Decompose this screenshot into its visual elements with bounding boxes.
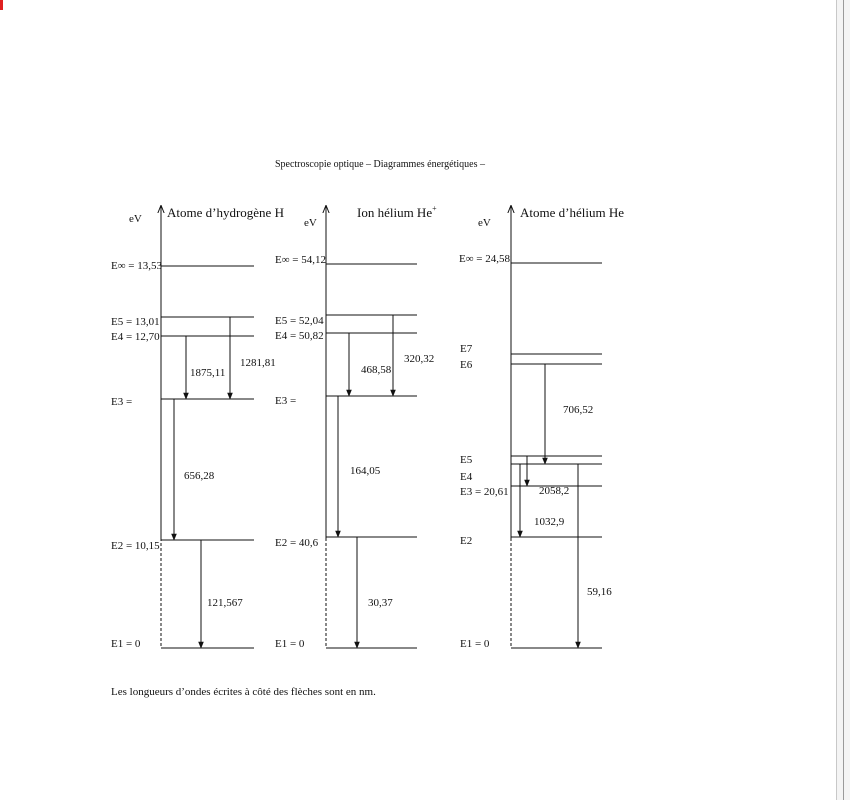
panel-helium-atom xyxy=(511,206,602,649)
level-label: E1 = 0 xyxy=(460,638,490,650)
unit-label: eV xyxy=(129,213,142,225)
level-label: E2 = 10,15 xyxy=(111,540,160,552)
unit-label: eV xyxy=(304,217,317,229)
level-label: E3 = 20,61 xyxy=(460,486,509,498)
page-title: Spectroscopie optique – Diagrammes énerg… xyxy=(275,159,486,170)
wavelength-label: 1875,11 xyxy=(190,367,225,379)
level-label: E1 = 0 xyxy=(275,638,305,650)
wavelength-label: 30,37 xyxy=(368,597,393,609)
panel-hydrogen xyxy=(161,206,254,649)
footnote: Les longueurs d’ondes écrites à côté des… xyxy=(111,686,376,698)
wavelength-label: 706,52 xyxy=(563,404,593,416)
level-label: E4 xyxy=(460,471,473,483)
level-label: E6 xyxy=(460,359,473,371)
corner-mark xyxy=(0,0,3,10)
wavelength-label: 656,28 xyxy=(184,470,215,482)
level-label: E1 = 0 xyxy=(111,638,141,650)
level-label: E∞ = 13,53 xyxy=(111,260,163,272)
wavelength-label: 1032,9 xyxy=(534,516,565,528)
unit-label: eV xyxy=(478,217,491,229)
wavelength-label: 164,05 xyxy=(350,465,381,477)
wavelength-label: 59,16 xyxy=(587,586,612,598)
level-label: E7 xyxy=(460,343,473,355)
level-label: E2 xyxy=(460,535,472,547)
level-label: E5 = 13,01 xyxy=(111,316,160,328)
panel-helium-ion xyxy=(326,206,417,649)
wavelength-label: 468,58 xyxy=(361,364,392,376)
level-label: E4 = 50,82 xyxy=(275,330,324,342)
panel-title: Atome d’hélium He xyxy=(520,205,624,220)
level-label: E5 xyxy=(460,454,473,466)
panel-title: Ion hélium He+ xyxy=(357,204,437,220)
wavelength-label: 320,32 xyxy=(404,353,434,365)
wavelength-label: 1281,81 xyxy=(240,357,276,369)
level-label: E3 = xyxy=(111,396,132,408)
scrollbar-edge[interactable] xyxy=(836,0,850,800)
wavelength-label: 121,567 xyxy=(207,597,243,609)
level-label: E4 = 12,70 xyxy=(111,331,160,343)
level-label: E∞ = 24,58 xyxy=(459,253,511,265)
level-label: E2 = 40,6 xyxy=(275,537,319,549)
wavelength-label: 2058,2 xyxy=(539,485,569,497)
level-label: E3 = xyxy=(275,395,296,407)
panel-title: Atome d’hydrogène H xyxy=(167,205,284,220)
level-label: E5 = 52,04 xyxy=(275,315,324,327)
level-label: E∞ = 54,12 xyxy=(275,254,326,266)
